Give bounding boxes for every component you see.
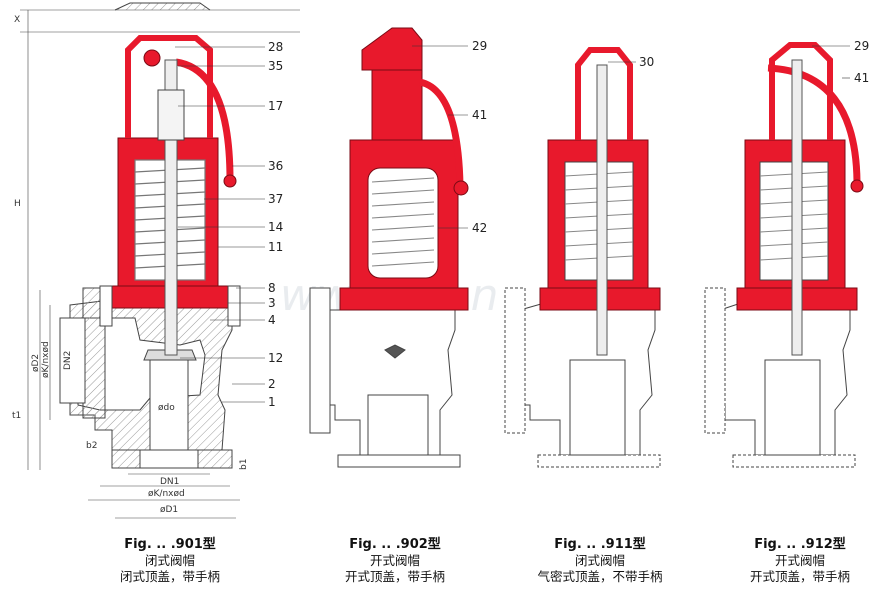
caption-911: Fig. .. .911型 闭式阀帽 气密式顶盖，不带手柄: [510, 536, 690, 585]
dim-t1: t1: [12, 411, 21, 421]
figure-901-dimensions: X H t1 øD2 øK/nxød DN2 b2 ødo DN1 øK/nxø…: [12, 15, 249, 515]
callout-41-fig4: 41: [854, 71, 869, 85]
callout-3: 3: [268, 296, 276, 310]
callout-12: 12: [268, 351, 283, 365]
callout-4: 4: [268, 313, 276, 327]
callout-11: 11: [268, 240, 283, 254]
caption-911-line3: 气密式顶盖，不带手柄: [537, 569, 663, 584]
caption-912-line3: 开式顶盖，带手柄: [749, 569, 850, 584]
figure-911-drawing: [504, 47, 661, 468]
figure-912-callouts: 29 41: [854, 39, 869, 85]
figure-901-callouts: 28 35 17 36 37 14 11 8 3 4 12 2 1: [268, 40, 283, 409]
callout-35: 35: [268, 59, 283, 73]
callout-37: 37: [268, 192, 283, 206]
dim-b1: b1: [239, 459, 249, 470]
caption-911-line2: 闭式阀帽: [574, 553, 625, 568]
caption-912-line2: 开式阀帽: [774, 553, 825, 568]
dim-d2: øD2: [31, 354, 41, 372]
dim-dn1: DN1: [160, 477, 179, 487]
callout-8: 8: [268, 281, 276, 295]
callout-42: 42: [472, 221, 487, 235]
dim-do: ødo: [158, 403, 175, 413]
callout-36: 36: [268, 159, 283, 173]
caption-902-title: Fig. .. .902型: [349, 537, 441, 552]
dim-b2: b2: [86, 441, 97, 451]
caption-901-line3: 闭式顶盖，带手柄: [119, 569, 220, 584]
caption-912: Fig. .. .912型 开式阀帽 开式顶盖，带手柄: [725, 536, 875, 585]
dim-dn2: DN2: [63, 351, 73, 370]
dim-d1: øD1: [160, 505, 178, 515]
callout-29: 29: [472, 39, 487, 53]
figure-911-callouts: 30: [639, 55, 654, 69]
callout-29-fig4: 29: [854, 39, 869, 53]
figure-901-drawing: [20, 2, 300, 519]
caption-912-title: Fig. .. .912型: [754, 537, 846, 552]
caption-901-line2: 闭式阀帽: [144, 553, 195, 568]
caption-901-title: Fig. .. .901型: [124, 537, 216, 552]
dim-x: X: [14, 15, 20, 25]
callout-1: 1: [268, 395, 276, 409]
caption-902-line2: 开式阀帽: [369, 553, 420, 568]
dim-k-side: øK/nxød: [41, 341, 51, 378]
dim-h: H: [14, 199, 21, 209]
callout-41: 41: [472, 108, 487, 122]
figure-902-drawing: [309, 27, 469, 468]
caption-902-line3: 开式顶盖，带手柄: [344, 569, 445, 584]
caption-902: Fig. .. .902型 开式阀帽 开式顶盖，带手柄: [320, 536, 470, 585]
figure-902-callouts: 29 41 42: [472, 39, 487, 235]
callout-28: 28: [268, 40, 283, 54]
callout-30: 30: [639, 55, 654, 69]
callout-14: 14: [268, 220, 283, 234]
figure-912-drawing: [704, 42, 864, 468]
callout-17: 17: [268, 99, 283, 113]
caption-911-title: Fig. .. .911型: [554, 537, 646, 552]
dim-k-bottom: øK/nxød: [148, 489, 185, 499]
callout-2: 2: [268, 377, 276, 391]
caption-901: Fig. .. .901型 闭式阀帽 闭式顶盖，带手柄: [95, 536, 245, 585]
